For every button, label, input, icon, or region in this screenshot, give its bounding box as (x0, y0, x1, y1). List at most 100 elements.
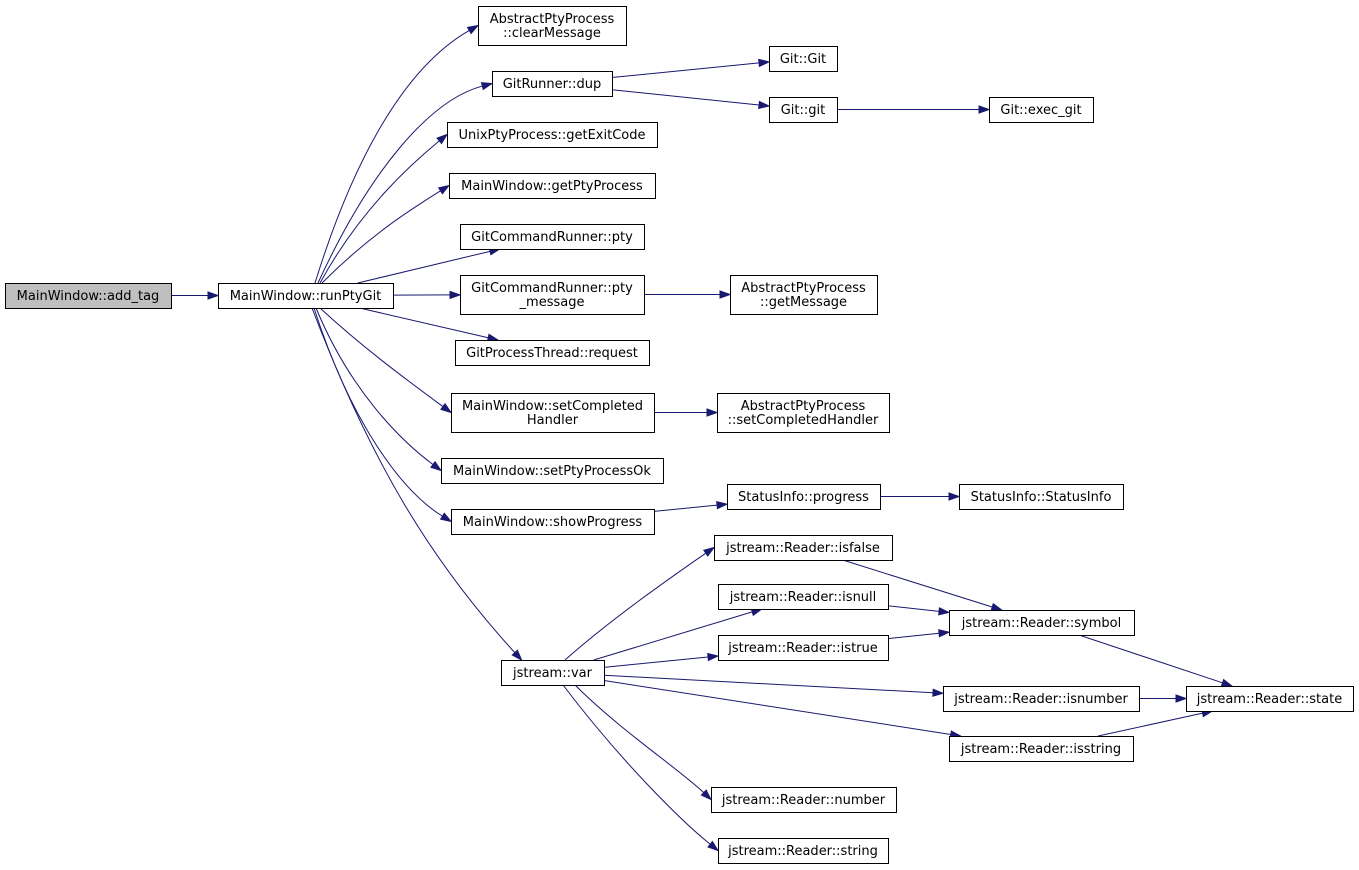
node-box (5, 283, 172, 309)
node-exec_git[interactable]: Git::exec_git (989, 97, 1094, 123)
edge-layer (171, 24, 1234, 852)
node-label: jstream::Reader::isfalse (725, 541, 880, 556)
node-box (460, 275, 645, 315)
node-runPtyGit[interactable]: MainWindow::runPtyGit (218, 283, 394, 309)
node-statusInfo[interactable]: StatusInfo::StatusInfo (959, 484, 1124, 510)
node-label: jstream::var (512, 666, 593, 681)
node-symbol[interactable]: jstream::Reader::symbol (949, 610, 1135, 636)
node-box (989, 97, 1094, 123)
edge-line (603, 674, 934, 694)
node-box (449, 173, 656, 199)
node-box (492, 71, 613, 97)
node-label: AbstractPtyProcess (741, 399, 866, 414)
edge-dup-to-gitgit (611, 89, 771, 110)
node-progress[interactable]: StatusInfo::progress (727, 484, 881, 510)
node-isstring[interactable]: jstream::Reader::isstring (949, 736, 1134, 762)
arrowhead (948, 492, 961, 501)
edge-line (603, 680, 951, 735)
node-label: jstream::Reader::isstring (960, 742, 1121, 757)
node-label: AbstractPtyProcess (490, 12, 615, 27)
node-getExitCode[interactable]: UnixPtyProcess::getExitCode (447, 122, 658, 148)
node-pty[interactable]: GitCommandRunner::pty (460, 224, 645, 250)
node-add_tag[interactable]: MainWindow::add_tag (5, 283, 172, 309)
node-box (478, 6, 627, 46)
node-box (218, 283, 394, 309)
node-showProgress[interactable]: MainWindow::showProgress (451, 509, 655, 535)
edge-line (1078, 634, 1223, 684)
node-box (943, 686, 1140, 712)
node-getPtyProcess[interactable]: MainWindow::getPtyProcess (449, 173, 656, 199)
node-isfalse[interactable]: jstream::Reader::isfalse (714, 535, 893, 561)
node-label: GitCommandRunner::pty (471, 230, 633, 245)
arrowhead (758, 58, 771, 68)
node-box (455, 340, 650, 366)
node-dup[interactable]: GitRunner::dup (492, 71, 613, 97)
edge-line (319, 140, 440, 284)
node-box (727, 484, 881, 510)
arrowhead (707, 840, 720, 852)
node-isnumber[interactable]: jstream::Reader::isnumber (943, 686, 1140, 712)
edge-line (315, 307, 434, 465)
edge-runPtyGit-to-getExitCode (319, 133, 449, 284)
node-label: AbstractPtyProcess (741, 281, 866, 296)
node-label: Handler (527, 413, 579, 428)
node-label: ::getMessage (760, 295, 847, 310)
node-box (730, 275, 878, 315)
edge-var-to-isnumber (603, 674, 945, 697)
node-box (718, 635, 889, 661)
edge-var-to-isstring (603, 680, 963, 739)
node-box (769, 97, 838, 123)
node-gitctor[interactable]: Git::Git (769, 46, 838, 72)
node-label: GitRunner::dup (503, 77, 602, 92)
node-string[interactable]: jstream::Reader::string (718, 838, 889, 864)
arrowhead (466, 24, 480, 35)
node-state[interactable]: jstream::Reader::state (1186, 686, 1354, 712)
edge-isnumber-to-state (1139, 694, 1188, 703)
edge-runPtyGit-to-clearMessage (314, 24, 480, 284)
edge-dup-to-gitctor (611, 58, 771, 79)
node-apSetCompleted[interactable]: AbstractPtyProcess::setCompletedHandler (717, 393, 890, 433)
node-label: MainWindow::getPtyProcess (461, 179, 643, 194)
arrowhead (437, 184, 451, 195)
edge-line (562, 684, 711, 845)
node-pty_message[interactable]: GitCommandRunner::pty_message (460, 275, 645, 315)
edge-var-to-isfalse (564, 546, 716, 661)
node-label: MainWindow::runPtyGit (230, 289, 382, 304)
arrowhead (700, 789, 713, 801)
arrowhead (990, 602, 1004, 611)
node-setPtyProcessOk[interactable]: MainWindow::setPtyProcessOk (441, 458, 664, 484)
node-mwSetCompleted[interactable]: MainWindow::setCompletedHandler (451, 393, 655, 433)
arrowhead (480, 82, 494, 91)
arrowhead (439, 512, 453, 523)
node-request[interactable]: GitProcessThread::request (455, 340, 650, 366)
node-number[interactable]: jstream::Reader::number (711, 787, 897, 813)
edge-symbol-to-state (1078, 634, 1234, 687)
node-label: jstream::Reader::state (1196, 692, 1342, 707)
node-label: Git::Git (780, 52, 826, 67)
node-istrue[interactable]: jstream::Reader::istrue (718, 635, 889, 661)
node-box (451, 509, 655, 535)
node-box (714, 535, 893, 561)
arrowhead (932, 688, 945, 697)
arrowhead (1175, 694, 1188, 703)
node-label: StatusInfo::StatusInfo (971, 490, 1112, 505)
node-gitgit[interactable]: Git::git (769, 97, 838, 123)
node-label: GitCommandRunner::pty (471, 281, 633, 296)
arrowhead (719, 290, 732, 299)
node-isnull[interactable]: jstream::Reader::isnull (718, 584, 889, 610)
edge-istrue-to-symbol (887, 629, 951, 640)
node-label: jstream::Reader::symbol (961, 616, 1121, 631)
node-clearMessage[interactable]: AbstractPtyProcess::clearMessage (478, 6, 627, 46)
node-box (460, 224, 645, 250)
node-label: MainWindow::setPtyProcessOk (453, 464, 651, 479)
edge-runPtyGit-to-setPtyProcessOk (315, 307, 443, 472)
node-var[interactable]: jstream::var (501, 660, 605, 686)
edge-pty_message-to-getMessage (644, 290, 732, 299)
edge-showProgress-to-progress (653, 500, 729, 512)
node-getMessage[interactable]: AbstractPtyProcess::getMessage (730, 275, 878, 315)
node-box (959, 484, 1124, 510)
node-label: MainWindow::add_tag (17, 289, 160, 304)
edge-line (574, 684, 705, 793)
node-label: ::setCompletedHandler (728, 413, 879, 428)
